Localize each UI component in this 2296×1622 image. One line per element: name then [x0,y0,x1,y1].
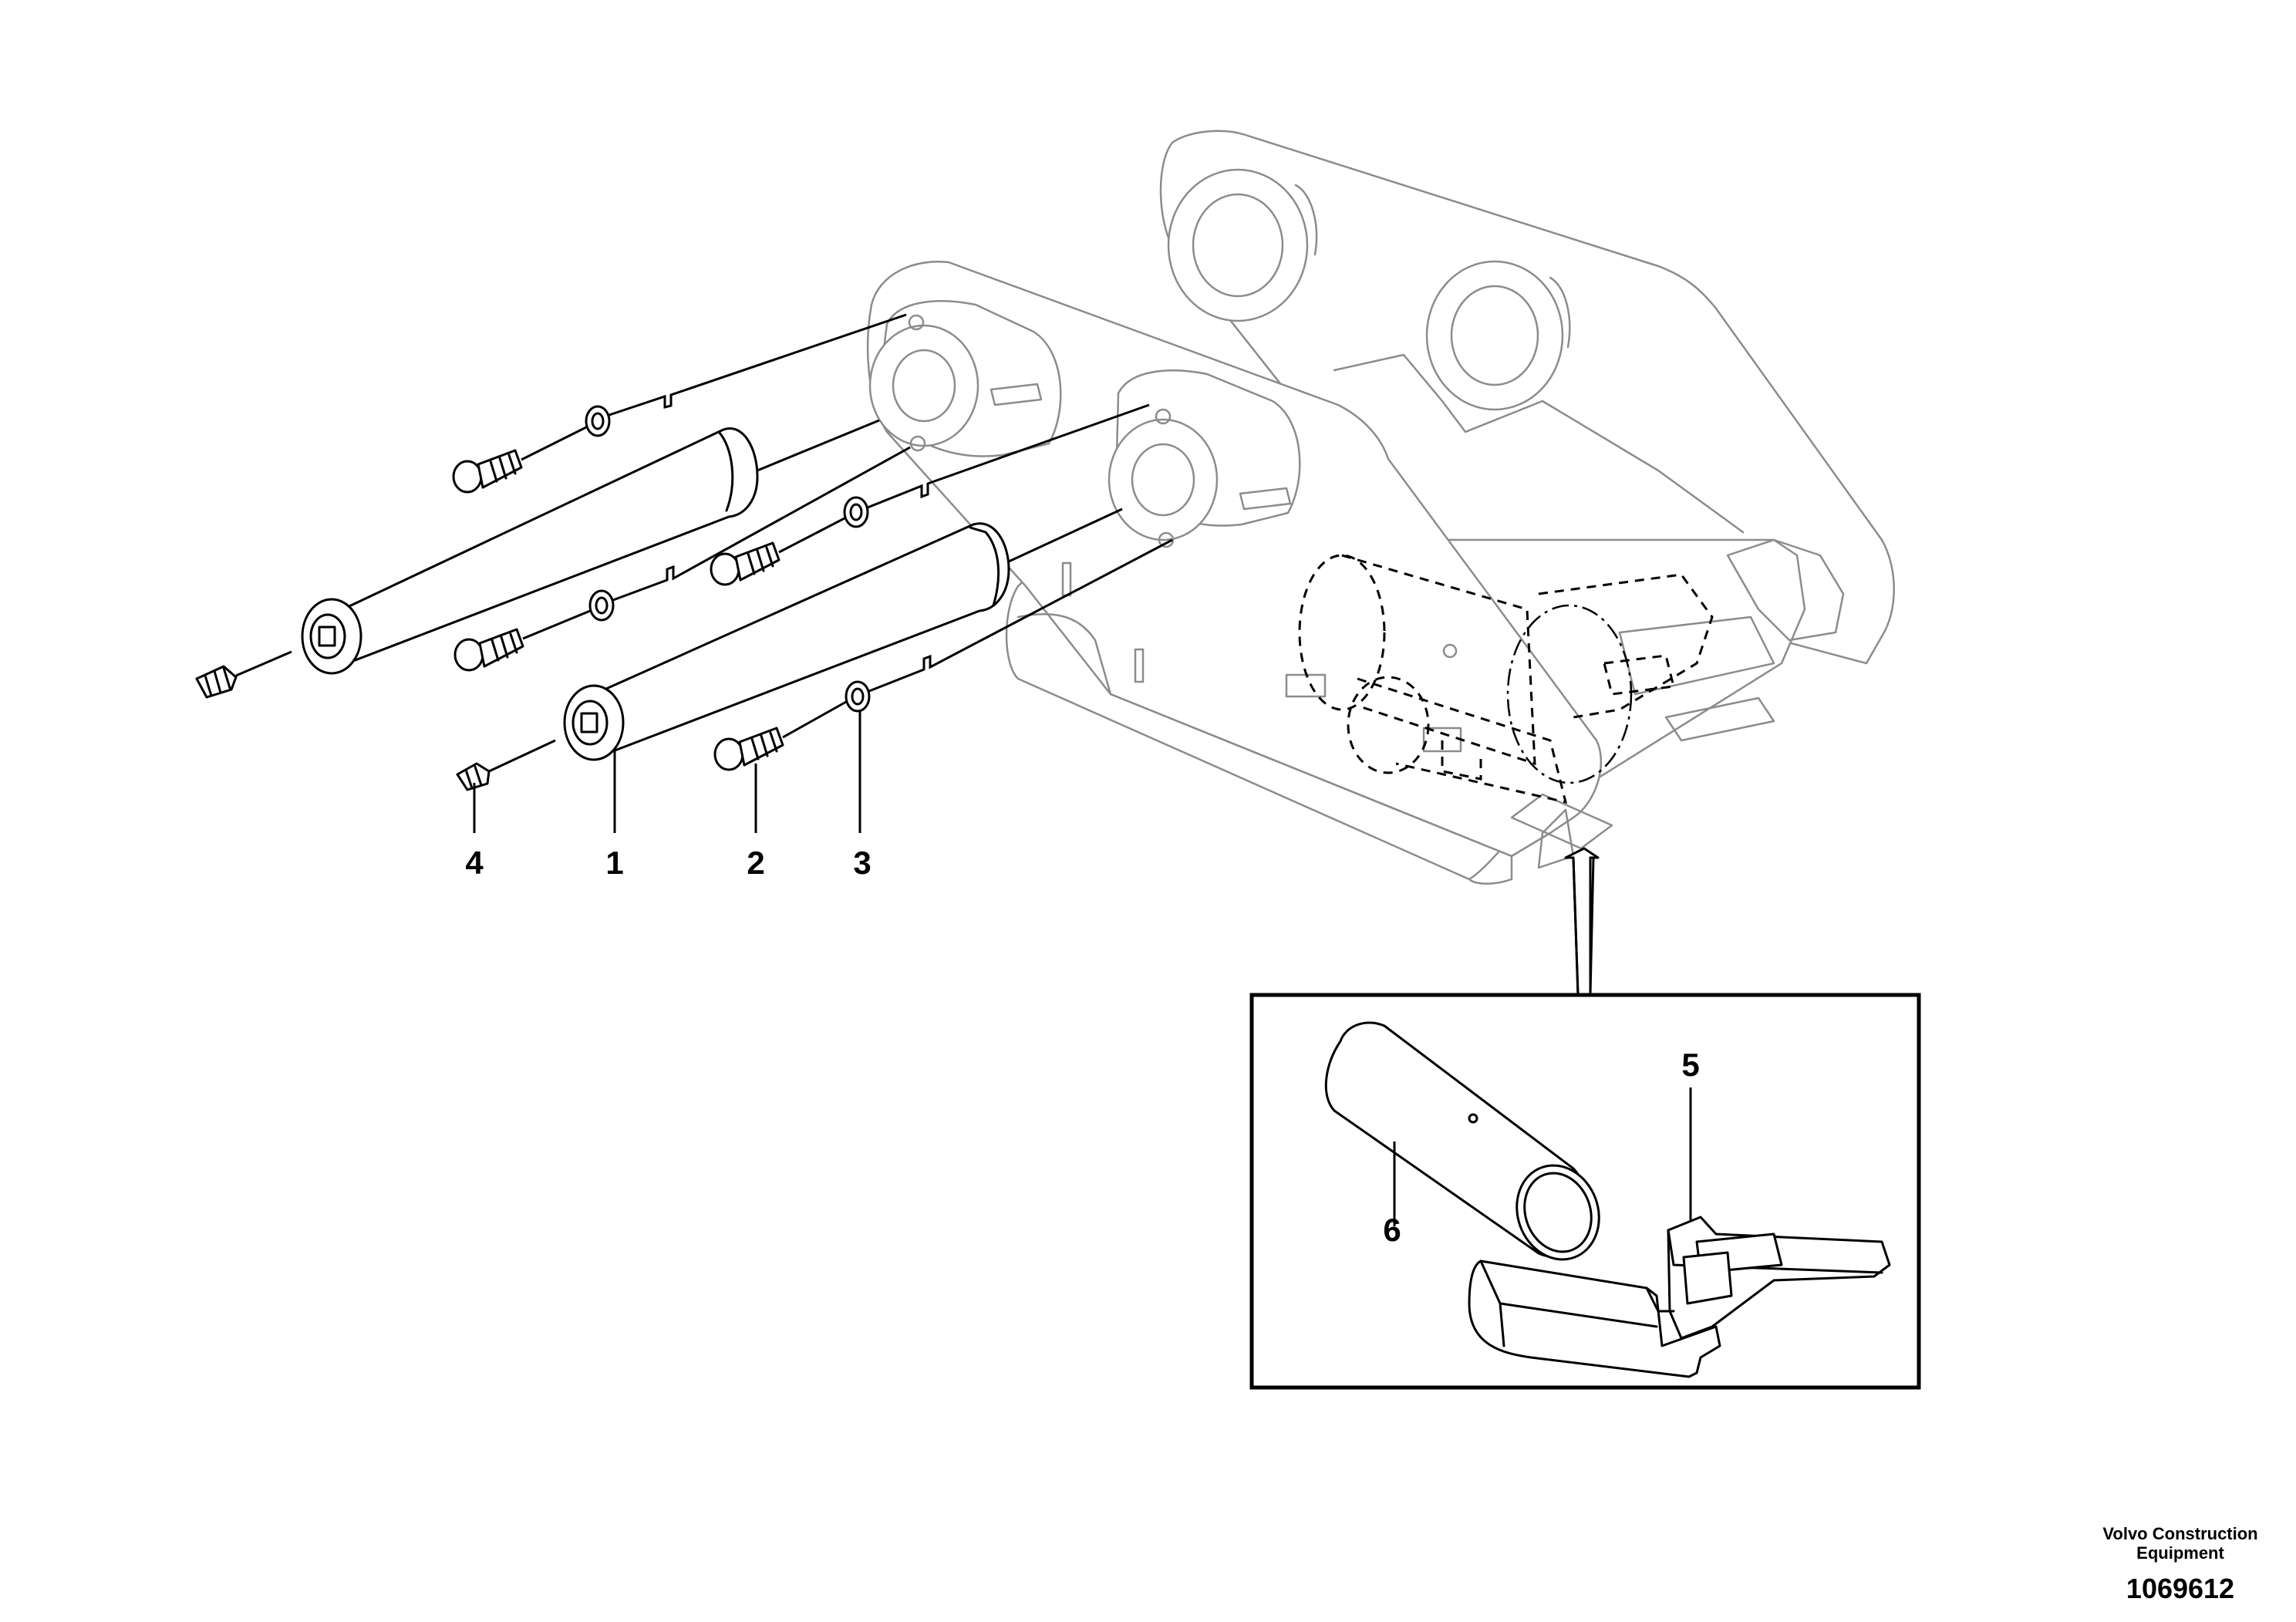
grease-nipple-upper [195,665,238,699]
callout-1: 1 [605,845,623,881]
washer-lower [845,680,871,713]
front-pin-boss-lower [1108,369,1301,548]
washer-middle [843,496,869,528]
rear-pin-boss-upper [1167,168,1318,322]
publisher-line-2: Equipment [2136,1543,2224,1563]
publisher-line-1: Volvo Construction [2102,1524,2257,1543]
callout-6: 6 [1383,1212,1401,1248]
front-pin-boss-upper [868,300,1062,457]
quick-coupler-frame [866,130,1895,885]
wedge-detail [1468,1216,1891,1378]
hidden-internal-cylinder [1298,554,1714,804]
callout-4: 4 [465,845,484,881]
bolt-lower [713,727,784,771]
washer-upper-a [585,405,611,437]
bushing-detail [1324,1021,1600,1261]
bolt-upper-b [453,628,524,672]
rear-pin-boss-lower [1425,260,1571,411]
callout-3: 3 [853,845,871,881]
washer-upper-b [588,589,615,622]
grease-nipple-lower [456,762,491,791]
document-number: 1069612 [2126,1573,2234,1604]
callout-5: 5 [1681,1047,1699,1083]
callout-2: 2 [747,845,764,881]
upper-pin-assembly [195,313,911,699]
pin-upper [301,427,759,675]
bolt-upper-a [452,449,523,494]
lower-pin-assembly [456,403,1173,833]
pin-lower [563,522,1010,761]
bolt-middle [710,541,781,586]
cross-member [1333,353,1745,534]
